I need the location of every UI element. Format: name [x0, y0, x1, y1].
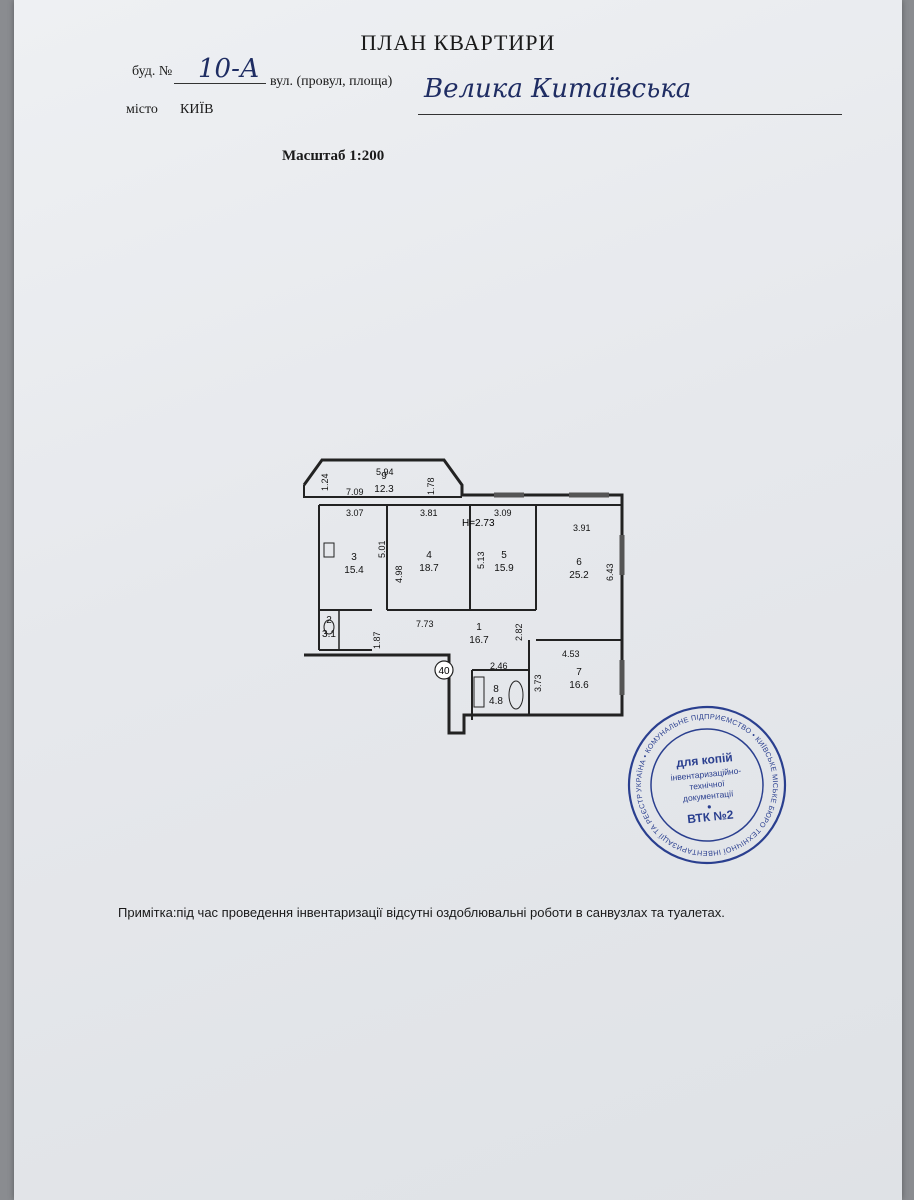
- balcony-wall: [303, 485, 462, 498]
- document-sheet: ПЛАН КВАРТИРИ буд. № 10-А вул. (провул, …: [14, 0, 902, 1200]
- room-no-4: 4: [426, 550, 432, 561]
- room-area-8: 4.8: [489, 696, 503, 707]
- room-area-9: 12.3: [374, 484, 394, 495]
- room-area-2: 3.1: [322, 629, 336, 640]
- building-label: буд. №: [132, 64, 173, 79]
- room-area-4: 18.7: [419, 563, 439, 574]
- dim-label: 5.94: [376, 467, 394, 477]
- room-no-9: 9: [381, 471, 387, 482]
- room-area-1: 16.7: [469, 635, 489, 646]
- dim-label: 3.91: [573, 523, 591, 533]
- dim-label: 5.13: [476, 551, 486, 569]
- street-name: Велика Китаївська: [424, 74, 692, 104]
- dim-label: 3.09: [494, 508, 512, 518]
- dim-label: 1.24: [320, 473, 330, 491]
- room-no-7: 7: [576, 667, 582, 678]
- dim-label: 4.98: [394, 565, 404, 583]
- room-area-3: 15.4: [344, 565, 364, 576]
- scale-label: Масштаб 1:200: [282, 148, 385, 164]
- dim-label: 2.82: [514, 623, 524, 641]
- dim-label: 7.09: [346, 487, 364, 497]
- city-label: місто: [126, 102, 158, 117]
- entrance-marker-circle: [434, 660, 454, 680]
- stamp-line-3: технічної: [689, 778, 726, 792]
- dim-label: 1.87: [372, 631, 382, 649]
- official-stamp: УКРАЇНА • КОМУНАЛЬНЕ ПІДПРИЄМСТВО • КИЇВ…: [614, 692, 788, 867]
- stamp-line-1: для копій: [675, 750, 733, 770]
- room-no-6: 6: [576, 557, 582, 568]
- room-area-7: 16.6: [569, 680, 589, 691]
- room-no-3: 3: [351, 552, 357, 563]
- dim-label: 3.81: [420, 508, 438, 518]
- document-title: ПЛАН КВАРТИРИ: [360, 30, 556, 55]
- street-label: вул. (провул, площа): [270, 74, 393, 89]
- dim-label: 3.07: [346, 508, 364, 518]
- building-number: 10-А: [198, 54, 260, 84]
- dim-label: 1.78: [426, 477, 436, 495]
- street-underline: [418, 114, 842, 115]
- dim-label: 4.53: [562, 649, 580, 659]
- dim-label: 5.01: [377, 540, 387, 558]
- floor-plan: 40 H=2.73 3 15.4 4 18.7 5 15.9 6 25.2 7 …: [302, 458, 625, 735]
- entrance-marker: 40: [438, 666, 450, 677]
- room-no-1: 1: [476, 622, 482, 633]
- stamp-line-5: ВТК №2: [687, 807, 735, 826]
- footnote: Примітка:під час проведення інвентаризац…: [118, 905, 725, 920]
- room-no-5: 5: [501, 550, 507, 561]
- building-underline: [174, 83, 266, 84]
- ceiling-height: H=2.73: [462, 518, 495, 529]
- dim-label: 2.46: [490, 661, 508, 671]
- room-no-2: 2: [326, 615, 332, 626]
- city-value: КИЇВ: [180, 102, 214, 117]
- outer-wall: [302, 458, 624, 735]
- dim-label: 3.73: [533, 674, 543, 692]
- room-area-6: 25.2: [569, 570, 589, 581]
- room-area-5: 15.9: [494, 563, 514, 574]
- dim-label: 6.43: [605, 563, 615, 581]
- room-no-8: 8: [493, 684, 499, 695]
- dim-label: 7.73: [416, 619, 434, 629]
